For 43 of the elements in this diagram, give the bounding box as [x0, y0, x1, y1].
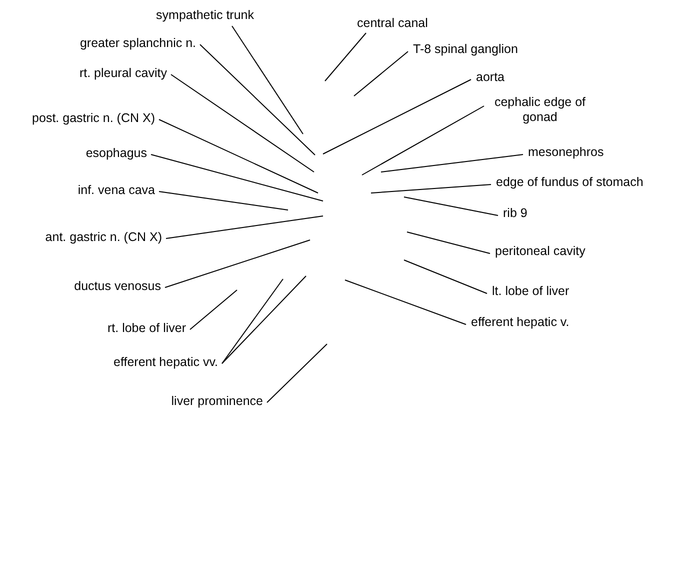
part-label: esophagus [86, 146, 147, 161]
part-label: central canal [357, 16, 428, 31]
leader-line [344, 280, 466, 325]
leader-line [222, 278, 284, 364]
part-label: rt. lobe of liver [107, 321, 186, 336]
leader-line [166, 216, 324, 239]
part-label: mesonephros [528, 145, 604, 160]
leader-line [354, 51, 408, 96]
part-label: ductus venosus [74, 279, 161, 294]
part-label: sympathetic trunk [156, 8, 254, 23]
leader-line [404, 196, 498, 216]
leader-line [200, 44, 316, 156]
part-label: cephalic edge of gonad [485, 95, 595, 125]
part-label: inf. vena cava [78, 183, 155, 198]
part-label: greater splanchnic n. [80, 36, 196, 51]
leader-line [324, 32, 366, 82]
part-label: ant. gastric n. (CN X) [45, 230, 162, 245]
part-label: efferent hepatic v. [471, 315, 570, 330]
leader-line [150, 154, 324, 202]
leader-line [190, 290, 238, 330]
leader-line [362, 106, 484, 176]
leader-line [322, 79, 472, 154]
part-label: peritoneal cavity [495, 244, 586, 259]
leader-line [170, 74, 314, 172]
leader-line [222, 276, 306, 364]
leader-line [406, 232, 490, 254]
part-label: T-8 spinal ganglion [413, 42, 518, 57]
leader-line [158, 119, 318, 194]
part-label: rt. pleural cavity [79, 66, 167, 81]
part-label: liver prominence [171, 394, 263, 409]
leader-line [164, 240, 310, 288]
leader-line [370, 184, 492, 194]
leader-line [404, 260, 488, 294]
part-label: rib 9 [503, 206, 528, 221]
part-label: edge of fundus of stomach [496, 175, 644, 190]
part-label: lt. lobe of liver [492, 284, 570, 299]
part-label: aorta [476, 70, 504, 85]
leader-line [266, 344, 328, 403]
leader-line [158, 191, 288, 210]
part-label: post. gastric n. (CN X) [32, 111, 155, 126]
part-label: efferent hepatic vv. [114, 355, 218, 370]
leader-line [232, 26, 304, 134]
leader-line [380, 154, 524, 172]
